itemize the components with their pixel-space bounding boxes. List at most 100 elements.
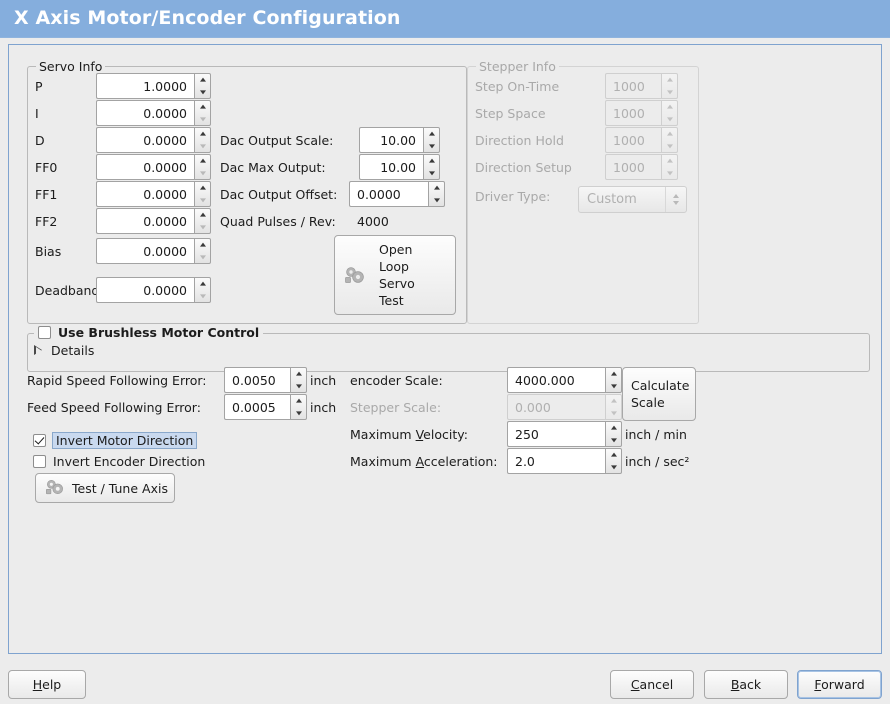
spin-up-icon[interactable] <box>195 278 210 290</box>
dac-output-offset-input[interactable]: 0.0000 <box>349 181 445 207</box>
checkbox-box[interactable] <box>33 455 46 468</box>
servo-input-ff0-value[interactable]: 0.0000 <box>96 154 194 180</box>
spin-down-icon[interactable] <box>291 380 306 392</box>
spin-up-icon[interactable] <box>606 449 621 461</box>
encoder-scale-input[interactable]: 4000.000 <box>507 367 622 393</box>
help-button[interactable]: Help <box>8 670 86 699</box>
servo-input-ff2-value[interactable]: 0.0000 <box>96 208 194 234</box>
servo-input-bias[interactable]: 0.0000 <box>96 238 211 264</box>
chevron-right-icon[interactable] <box>34 345 42 356</box>
spin-down-icon[interactable] <box>195 290 210 302</box>
servo-input-ff1[interactable]: 0.0000 <box>96 181 211 207</box>
servo-input-d-stepper[interactable] <box>194 127 211 153</box>
test-tune-axis-button[interactable]: Test / Tune Axis <box>35 473 175 503</box>
invert-encoder-direction-checkbox[interactable]: Invert Encoder Direction <box>33 454 205 469</box>
spin-down-icon[interactable] <box>195 140 210 152</box>
maximum-acceleration-stepper[interactable] <box>605 448 622 474</box>
maximum-velocity-stepper[interactable] <box>605 421 622 447</box>
spin-up-icon[interactable] <box>195 155 210 167</box>
maximum-velocity-input[interactable]: 250 <box>507 421 622 447</box>
dac-output-scale-stepper[interactable] <box>423 127 440 153</box>
servo-input-d[interactable]: 0.0000 <box>96 127 211 153</box>
servo-input-ff1-stepper[interactable] <box>194 181 211 207</box>
rapid-speed-following-error-input[interactable]: 0.0050 <box>224 367 307 393</box>
spin-down-icon[interactable] <box>424 140 439 152</box>
spin-down-icon[interactable] <box>195 86 210 98</box>
spin-up-icon[interactable] <box>291 368 306 380</box>
spin-down-icon[interactable] <box>195 113 210 125</box>
spin-down-icon[interactable] <box>195 251 210 263</box>
checkbox-box[interactable] <box>33 434 46 447</box>
spin-up-icon[interactable] <box>195 74 210 86</box>
feed-speed-following-error-input[interactable]: 0.0005 <box>224 394 307 420</box>
dac-output-scale-value[interactable]: 10.00 <box>359 127 423 153</box>
spin-down-icon[interactable] <box>195 167 210 179</box>
spin-up-icon[interactable] <box>429 182 444 194</box>
spin-down-icon[interactable] <box>429 194 444 206</box>
spin-down-icon[interactable] <box>424 167 439 179</box>
spin-up-icon[interactable] <box>606 422 621 434</box>
spin-up-icon[interactable] <box>195 128 210 140</box>
servo-input-ff2[interactable]: 0.0000 <box>96 208 211 234</box>
maximum-acceleration-value[interactable]: 2.0 <box>507 448 605 474</box>
servo-input-deadband[interactable]: 0.0000 <box>96 277 211 303</box>
feed-error-stepper[interactable] <box>290 394 307 420</box>
stepper-scale-value: 0.000 <box>507 394 605 420</box>
max-accel-label-post: cceleration: <box>423 454 498 469</box>
spin-up-icon[interactable] <box>424 155 439 167</box>
help-label: Help <box>33 677 62 692</box>
servo-input-i-stepper[interactable] <box>194 100 211 126</box>
servo-input-i-value[interactable]: 0.0000 <box>96 100 194 126</box>
servo-input-p[interactable]: 1.0000 <box>96 73 211 99</box>
dac-max-output-input[interactable]: 10.00 <box>359 154 440 180</box>
cancel-label: Cancel <box>631 677 673 692</box>
servo-input-ff0-stepper[interactable] <box>194 154 211 180</box>
forward-button[interactable]: Forward <box>797 670 882 699</box>
servo-input-ff2-stepper[interactable] <box>194 208 211 234</box>
spin-down-icon[interactable] <box>606 434 621 446</box>
spin-up-icon[interactable] <box>606 368 621 380</box>
servo-input-d-value[interactable]: 0.0000 <box>96 127 194 153</box>
rapid-speed-following-error-value[interactable]: 0.0050 <box>224 367 290 393</box>
spin-down-icon[interactable] <box>606 461 621 473</box>
back-button[interactable]: Back <box>704 670 788 699</box>
spin-down-icon[interactable] <box>195 221 210 233</box>
spin-down-icon[interactable] <box>606 380 621 392</box>
servo-input-p-value[interactable]: 1.0000 <box>96 73 194 99</box>
spin-up-icon[interactable] <box>195 101 210 113</box>
feed-speed-following-error-value[interactable]: 0.0005 <box>224 394 290 420</box>
cancel-button[interactable]: Cancel <box>610 670 694 699</box>
encoder-scale-value[interactable]: 4000.000 <box>507 367 605 393</box>
spin-down-icon[interactable] <box>291 407 306 419</box>
use-brushless-motor-control-checkbox[interactable]: Use Brushless Motor Control <box>34 325 264 340</box>
servo-input-p-stepper[interactable] <box>194 73 211 99</box>
servo-input-i[interactable]: 0.0000 <box>96 100 211 126</box>
calculate-scale-button[interactable]: Calculate Scale <box>622 367 696 421</box>
rapid-error-stepper[interactable] <box>290 367 307 393</box>
spin-up-icon[interactable] <box>195 182 210 194</box>
dac-output-offset-value[interactable]: 0.0000 <box>349 181 428 207</box>
spin-up-icon[interactable] <box>424 128 439 140</box>
maximum-velocity-value[interactable]: 250 <box>507 421 605 447</box>
spin-up-icon[interactable] <box>195 209 210 221</box>
servo-input-bias-value[interactable]: 0.0000 <box>96 238 194 264</box>
dac-max-output-value[interactable]: 10.00 <box>359 154 423 180</box>
encoder-scale-stepper[interactable] <box>605 367 622 393</box>
spin-up-icon[interactable] <box>195 239 210 251</box>
servo-input-ff0[interactable]: 0.0000 <box>96 154 211 180</box>
servo-input-deadband-stepper[interactable] <box>194 277 211 303</box>
maximum-acceleration-input[interactable]: 2.0 <box>507 448 622 474</box>
spin-down-icon[interactable] <box>195 194 210 206</box>
forward-label-post: orward <box>821 677 865 692</box>
dac-output-scale-input[interactable]: 10.00 <box>359 127 440 153</box>
dac-output-offset-stepper[interactable] <box>428 181 445 207</box>
details-expander[interactable]: Details <box>34 343 94 358</box>
servo-input-bias-stepper[interactable] <box>194 238 211 264</box>
dac-max-output-stepper[interactable] <box>423 154 440 180</box>
servo-input-deadband-value[interactable]: 0.0000 <box>96 277 194 303</box>
open-loop-servo-test-button[interactable]: Open Loop Servo Test <box>334 235 456 315</box>
servo-input-ff1-value[interactable]: 0.0000 <box>96 181 194 207</box>
spin-up-icon[interactable] <box>291 395 306 407</box>
invert-motor-direction-checkbox[interactable]: Invert Motor Direction <box>33 432 198 449</box>
checkbox-box[interactable] <box>38 326 51 339</box>
